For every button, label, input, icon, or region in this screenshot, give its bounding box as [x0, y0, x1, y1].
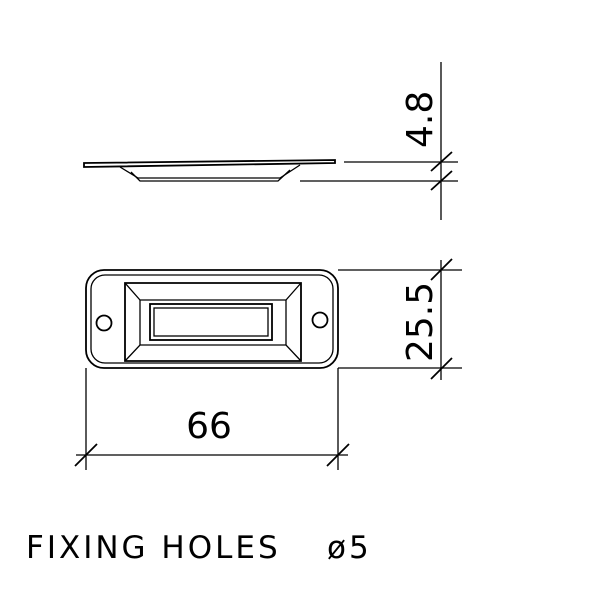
- height-label: 25.5: [400, 282, 441, 362]
- height-dimension: 25.5: [338, 258, 462, 380]
- note-value: ø5: [327, 530, 372, 566]
- side-view: [83, 159, 336, 182]
- thickness-label: 4.8: [400, 91, 441, 148]
- fixing-hole-right: [311, 311, 329, 329]
- note-label: FIXING HOLES: [26, 530, 281, 566]
- fixing-holes-note: FIXING HOLES ø5: [26, 530, 372, 566]
- width-label: 66: [186, 406, 232, 447]
- thickness-dimension: 4.8: [300, 62, 458, 220]
- width-dimension: 66: [74, 368, 350, 470]
- fixing-hole-left: [95, 314, 113, 332]
- front-view: [85, 269, 339, 369]
